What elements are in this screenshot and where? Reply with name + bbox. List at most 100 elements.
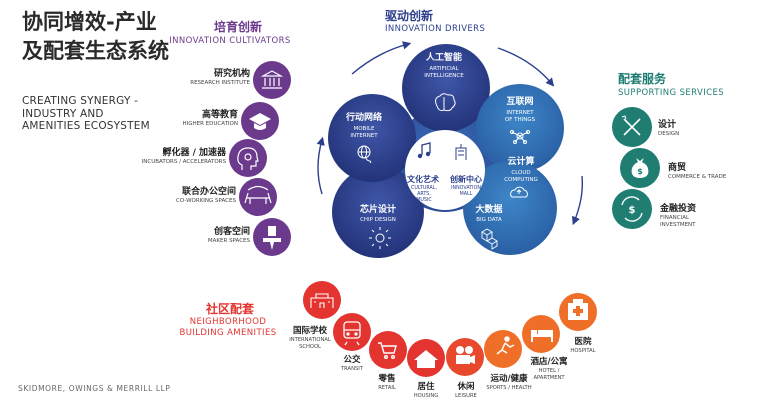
arrow-right (572, 175, 584, 226)
dollar-cycle-icon: $ (621, 196, 643, 222)
arrow-left (316, 136, 325, 195)
cult-2-en: HIGHER EDUCATION (182, 121, 238, 127)
globe-icon (357, 145, 372, 164)
amen-6-cn: 运动/健康 (490, 373, 528, 384)
amen-4-cn: 居住 (416, 381, 435, 392)
driver-cloud-cn: 云计算 (507, 155, 534, 167)
driver-chip-cn: 芯片设计 (360, 203, 396, 215)
cult-1-en: RESEARCH INSTITUTE (190, 80, 250, 86)
amenities-title-en2: BUILDING AMENITIES (179, 328, 276, 338)
amen-6-en1: SPORTS / HEALTH (486, 385, 531, 391)
sup-3-cn: 金融投资 (659, 202, 696, 214)
cultivators-title-en: INNOVATION CULTIVATORS (169, 36, 290, 46)
cult-5-cn: 创客空间 (213, 225, 250, 237)
cloud-icon (510, 186, 528, 198)
arrow-top-left (351, 41, 412, 75)
arrow-top-right (497, 47, 555, 87)
drivers-title-en: INNOVATION DRIVERS (385, 24, 485, 34)
amen-2-en1: TRANSIT (340, 366, 364, 372)
center-culture-en3: MUSIC (416, 197, 432, 203)
driver-bigdata-en1: BIG DATA (476, 217, 502, 223)
sup-3-en2: INVESTMENT (660, 222, 696, 228)
driver-iot-cn: 互联网 (506, 95, 533, 107)
driver-mobile-cn: 行动网络 (345, 111, 382, 123)
sup-1-en1: DESIGN (658, 131, 679, 137)
supporting-labels: 设计 DESIGN 商贸 COMMERCE & TRADE 金融投资 FINAN… (658, 118, 727, 228)
supporting-title-en: SUPPORTING SERVICES (618, 88, 724, 98)
finance-circle (612, 189, 652, 229)
amen-1-en1: INTERNATIONAL (289, 337, 331, 343)
cult-3-en: INCUBATORS / ACCELERATORS (142, 159, 227, 165)
driver-iot-en2: OF THINGS (505, 117, 536, 123)
coworking-circle (239, 178, 277, 216)
driver-chip-en1: CHIP DESIGN (360, 217, 396, 223)
cult-1-cn: 研究机构 (214, 67, 250, 79)
amenities-title-en1: NEIGHBORHOOD (190, 317, 267, 327)
page-subtitle: CREATING SYNERGY - INDUSTRY AND AMENITIE… (22, 95, 150, 132)
amen-5-en1: LEISURE (455, 393, 477, 399)
chip-icon (369, 227, 391, 249)
petal-ai (402, 44, 490, 132)
svg-text:$: $ (629, 205, 636, 216)
train-icon (343, 321, 361, 346)
network-icon (510, 130, 530, 144)
center-mall-en2: MALL (460, 191, 473, 197)
page-title: 协同增效-产业及配套生态系统 (22, 10, 169, 63)
petal-mobile (328, 94, 416, 182)
driver-mobile-en1: MOBILE (353, 126, 375, 132)
amen-3-cn: 零售 (377, 373, 395, 384)
petal-bigdata (463, 161, 557, 255)
hospital-icon (568, 299, 588, 320)
driver-ai-cn: 人工智能 (425, 51, 462, 63)
center-culture-en2: ARTS, (417, 191, 431, 197)
supporting-title-cn: 配套服务 (618, 71, 667, 86)
research-circle (253, 61, 291, 99)
incubator-circle (229, 139, 267, 177)
amen-1-en2: SCHOOL (299, 344, 321, 350)
amen-7-cn: 酒店/公寓 (530, 356, 568, 367)
amen-2-cn: 公交 (343, 354, 361, 365)
runner-icon (496, 336, 515, 355)
driver-cloud-en1: CLOUD (511, 170, 530, 176)
cart-icon (378, 342, 397, 360)
school-icon (310, 293, 334, 308)
driver-bigdata-cn: 大数据 (475, 203, 502, 215)
driver-ai-en1: ARTIFICIAL (429, 66, 459, 72)
meeting-table-icon (244, 185, 272, 204)
retail-circle (369, 331, 407, 369)
credit: SKIDMORE, OWINGS & MERRILL LLP (18, 384, 171, 393)
cult-4-cn: 联合办公空间 (182, 185, 236, 197)
brain-icon (435, 93, 456, 112)
graduation-cap-icon (249, 113, 271, 130)
money-bag-icon: $ (631, 158, 649, 178)
music-icon (417, 142, 431, 159)
sup-3-en1: FINANCIAL (660, 215, 690, 221)
head-gear-icon (237, 147, 259, 170)
amen-8-en1: HOSPITAL (570, 348, 595, 354)
maker-circle (253, 218, 291, 256)
petal-chip (332, 166, 424, 258)
svg-text:$: $ (637, 167, 643, 176)
center-culture-cn: 文化艺术 (407, 174, 439, 184)
drivers-title-cn: 驱动创新 (385, 8, 433, 23)
amen-7-en1: HOTEL / (539, 368, 560, 374)
driver-cloud-en2: COMPUTING (504, 177, 538, 183)
amen-1-cn: 国际学校 (293, 325, 328, 336)
petal-iot (476, 84, 564, 172)
amen-4-en1: HOUSING (414, 393, 439, 399)
driver-labels: 人工智能 ARTIFICIAL INTELLIGENCE 互联网 INTERNE… (345, 51, 538, 250)
school-circle (303, 281, 341, 319)
sup-2-en1: COMMERCE & TRADE (668, 174, 727, 180)
sup-1-cn: 设计 (658, 118, 676, 130)
tool-icon (263, 226, 281, 250)
design-tools-icon (621, 115, 641, 136)
amenities-title-cn: 社区配套 (205, 301, 255, 316)
amenity-labels: 国际学校 INTERNATIONAL SCHOOL 公交 TRANSIT 零售 … (289, 325, 595, 399)
driver-ai-en2: INTELLIGENCE (424, 73, 464, 79)
driver-mobile-en2: INTERNET (350, 133, 378, 139)
institute-icon (260, 70, 284, 89)
center-mall-en1: INNOVATION (451, 185, 481, 191)
camera-icon (456, 346, 475, 364)
cultivators-title-cn: 培育创新 (214, 19, 262, 34)
bed-icon (531, 330, 553, 342)
